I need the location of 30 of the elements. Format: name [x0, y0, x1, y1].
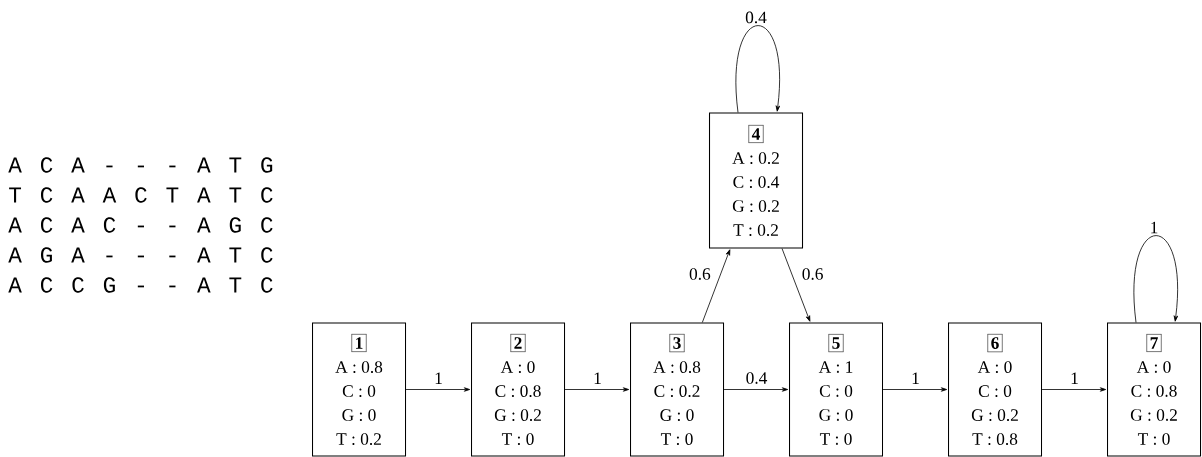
- state-box: 2 A : 0 C : 0.8 G : 0.2 T : 0: [470, 322, 566, 457]
- arrow: [723, 387, 789, 392]
- edge-label: 0.4: [745, 11, 767, 24]
- state-box: 6 A : 0 C : 0 G : 0.2 T : 0.8: [947, 322, 1043, 457]
- alignment-row: A C C G - - A T C: [8, 277, 273, 293]
- arrow: [701, 249, 731, 323]
- edge-label: 1: [912, 372, 919, 384]
- alignment-row: A C A - - - A T G: [8, 157, 273, 173]
- state-box: 3 A : 0.8 C : 0.2 G : 0 T : 0: [629, 322, 725, 457]
- arrow: [564, 387, 630, 392]
- alignment-row: T C A A C T A T C: [9, 187, 273, 203]
- edge-label: 0.6: [689, 268, 711, 280]
- arrow: [1041, 387, 1107, 392]
- arrow: [1133, 235, 1179, 323]
- edge-label: 1: [1151, 221, 1158, 234]
- alignment-row: A C A C - - A G C: [8, 217, 273, 233]
- state-box: 7 A : 0 C : 0.8 G : 0.2 T : 0: [1106, 322, 1202, 457]
- state-box: 4 A : 0.2 C : 0.4 G : 0.2 T : 0.2: [708, 112, 804, 249]
- edge-label: 1: [594, 372, 601, 384]
- state-box: 1 A : 0.8 C : 0 G : 0 T : 0.2: [311, 322, 407, 457]
- alignment-row: A G A - - - A T C: [8, 247, 273, 263]
- edge-label: 1: [435, 372, 442, 384]
- edge-label: 0.4: [746, 372, 768, 384]
- edge-label: 1: [1071, 372, 1078, 384]
- arrow: [405, 387, 471, 392]
- state-box: 5 A : 1 C : 0 G : 0 T : 0: [788, 322, 884, 457]
- arrow: [781, 248, 811, 322]
- edge-label: 0.6: [802, 268, 823, 280]
- arrow: [735, 25, 781, 113]
- arrow: [882, 387, 948, 392]
